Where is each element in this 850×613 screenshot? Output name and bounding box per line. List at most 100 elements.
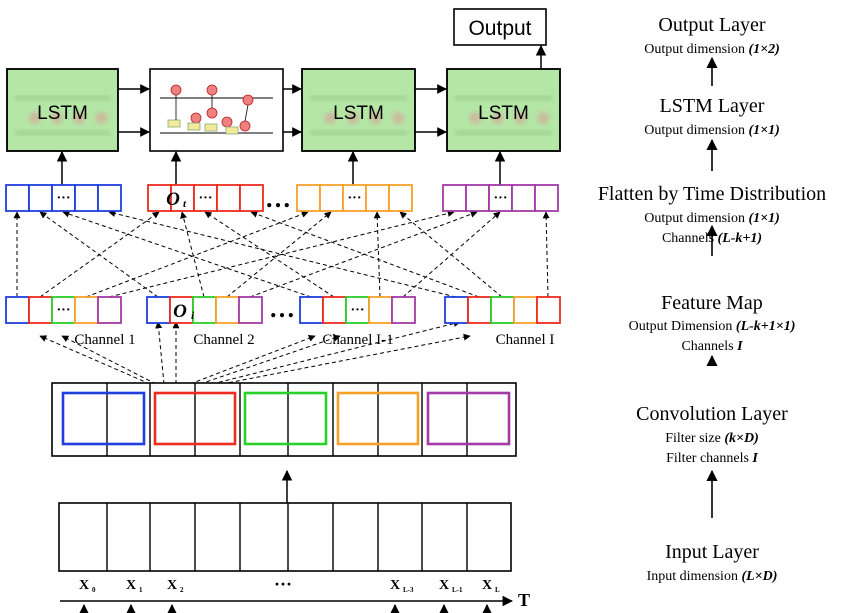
- x-label: X: [126, 578, 136, 593]
- map-to-flatten-dashed: [249, 210, 478, 298]
- output-label: Output: [468, 17, 531, 40]
- flatten-group: [5, 184, 122, 212]
- map-to-flatten-dashed: [62, 210, 312, 298]
- layer-title: Input Layer: [665, 541, 759, 563]
- x-subscript: 0: [92, 586, 96, 594]
- lstm-box-border: [301, 68, 416, 152]
- cell: [74, 184, 99, 212]
- conv-filter: [243, 391, 328, 446]
- x-subscript: L: [495, 586, 500, 594]
- cell: [513, 296, 538, 324]
- cell: [5, 296, 30, 324]
- cell: [511, 184, 536, 212]
- x-label: X: [439, 578, 449, 593]
- lstm-blur-texture: [15, 97, 110, 134]
- cell: [365, 184, 390, 212]
- flatten-group: [147, 184, 264, 212]
- channel-label: Channel 1: [74, 332, 135, 348]
- output-box: [453, 8, 547, 46]
- cell: [216, 184, 241, 212]
- layer-title: Convolution Layer: [636, 403, 788, 425]
- cell: [444, 296, 469, 324]
- map-to-flatten-dashed: [399, 211, 503, 298]
- blur-dot: [469, 112, 482, 124]
- layer-detail: Output Dimension (L-k+1×1): [629, 319, 796, 334]
- layer-detail-emphasis: (L×D): [741, 569, 777, 584]
- flatten-group: [442, 184, 559, 212]
- blur-dot: [324, 112, 337, 124]
- input-block: [58, 502, 512, 572]
- cell: [97, 296, 122, 324]
- blur-dot: [95, 112, 108, 124]
- layer-detail-text: Output dimension: [644, 211, 748, 226]
- layer-detail-emphasis: (L-k+1): [718, 231, 763, 246]
- layer-detail: Output dimension (1×1): [644, 123, 780, 138]
- oi-label: O: [173, 301, 187, 322]
- layer-detail-emphasis: I: [736, 339, 743, 354]
- lstm-label: LSTM: [333, 103, 384, 124]
- cell-gate-box: [187, 122, 201, 131]
- layer-title: Feature Map: [661, 292, 763, 314]
- layer-detail-emphasis: (L-k+1×1): [736, 319, 796, 334]
- oi-subscript: i: [191, 310, 195, 322]
- flatten-ellipsis: …: [265, 184, 291, 213]
- cell: [465, 184, 490, 212]
- cell: [146, 296, 171, 324]
- cell-ellipsis: ···: [347, 191, 361, 206]
- cell: [239, 184, 264, 212]
- map-to-flatten-dashed: [542, 211, 550, 298]
- cell-gate-box: [225, 126, 239, 135]
- layer-detail: Filter size (k×D): [665, 431, 759, 446]
- feature-map-group: [444, 296, 561, 324]
- cell: [319, 184, 344, 212]
- x-label: X: [482, 578, 492, 593]
- layer-detail: Channels I: [681, 339, 743, 354]
- blur-dot: [514, 112, 527, 124]
- blur-dot: [73, 112, 86, 124]
- cell: [368, 296, 393, 324]
- cell-ellipsis: ···: [198, 191, 212, 206]
- layer-detail-emphasis: (1×2): [748, 42, 779, 57]
- ot-subscript: t: [183, 198, 187, 210]
- ot-label: O: [166, 189, 180, 210]
- cell: [5, 184, 30, 212]
- lstm-blur-texture: [455, 97, 552, 134]
- lstm-blur-texture: [310, 97, 407, 134]
- cell-ellipsis: ···: [350, 303, 364, 318]
- conv-to-map-dashed: [211, 320, 461, 385]
- layer-detail-text: Channels: [681, 339, 737, 354]
- layer-title: Output Layer: [658, 14, 766, 36]
- channel-label: Channel I-1: [322, 332, 393, 348]
- conv-filter: [426, 391, 511, 446]
- cell: [238, 296, 263, 324]
- layer-detail-text: Output dimension: [644, 42, 748, 57]
- feature-map-group: [5, 296, 122, 324]
- cell-ellipsis: ···: [56, 303, 70, 318]
- layer-detail-emphasis: I: [751, 451, 758, 466]
- lstm-box-border: [446, 68, 561, 152]
- map-to-flatten-dashed: [108, 210, 457, 298]
- map-to-flatten-dashed: [204, 211, 335, 298]
- cell: [296, 184, 321, 212]
- blur-dot: [537, 112, 550, 124]
- cell: [388, 184, 413, 212]
- map-ellipsis: …: [269, 294, 295, 323]
- conv-filter: [61, 391, 146, 446]
- layer-detail: Output dimension (1×2): [644, 42, 780, 57]
- map-to-flatten-dashed: [373, 211, 381, 298]
- map-to-flatten-dashed: [85, 210, 309, 298]
- cell-operator-circle: [206, 84, 218, 96]
- layer-detail: Input dimension (L×D): [647, 569, 778, 584]
- channel-label: Channel 2: [193, 332, 254, 348]
- x-label: X: [390, 578, 400, 593]
- map-to-flatten-dashed: [39, 211, 159, 298]
- feature-map-group: [299, 296, 416, 324]
- x-subscript: L-3: [403, 586, 414, 594]
- layer-title: Flatten by Time Distribution: [598, 183, 826, 205]
- cell-operator-circle: [242, 94, 254, 106]
- x-subscript: 2: [180, 586, 184, 594]
- cell-operator-circle: [190, 112, 202, 124]
- layer-detail: Filter channels I: [666, 451, 758, 466]
- feature-map-group: [146, 296, 263, 324]
- layer-detail-text: Filter channels: [666, 451, 752, 466]
